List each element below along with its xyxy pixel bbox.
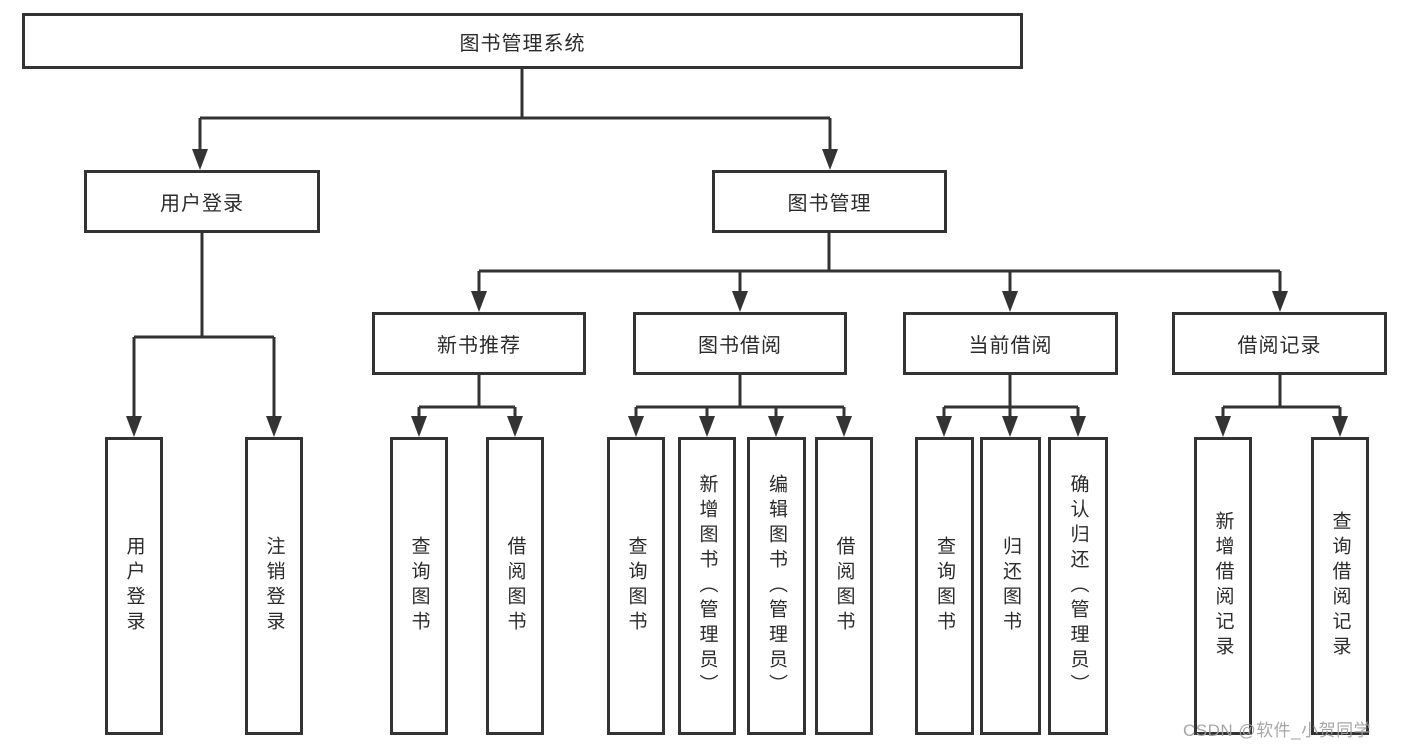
node-label: 图书管理 bbox=[787, 193, 872, 215]
node-label: 用户登录 bbox=[160, 193, 244, 215]
node-label: 当前借阅 bbox=[968, 335, 1053, 357]
node-label: 编辑图书（管理员） bbox=[766, 473, 787, 699]
node-leaf-user-login: 用户登录 bbox=[105, 437, 163, 735]
connector-current-borrow-children bbox=[936, 375, 1086, 437]
node-leaf-confirm-return: 确认归还（管理员） bbox=[1048, 437, 1108, 735]
node-leaf-query-book-1: 查询图书 bbox=[390, 437, 448, 735]
node-label: 用户登录 bbox=[123, 536, 145, 636]
node-label: 查询图书 bbox=[408, 536, 430, 636]
node-label: 图书借阅 bbox=[698, 335, 782, 357]
node-book-borrow: 图书借阅 bbox=[633, 312, 847, 375]
node-label: 查询借阅记录 bbox=[1329, 511, 1351, 661]
node-root: 图书管理系统 bbox=[22, 13, 1023, 69]
node-label: 确认归还（管理员） bbox=[1067, 473, 1089, 699]
node-leaf-add-record: 新增借阅记录 bbox=[1194, 437, 1252, 735]
watermark: CSDN @软件_小贺同学 bbox=[1183, 721, 1372, 740]
node-label: 查询图书 bbox=[934, 536, 955, 636]
connector-root-children bbox=[192, 69, 838, 170]
node-new-book-rec: 新书推荐 bbox=[372, 312, 586, 375]
node-leaf-borrow-book-2: 借阅图书 bbox=[815, 437, 873, 735]
connector-borrow-record-children bbox=[1215, 375, 1348, 437]
node-leaf-query-book-2: 查询图书 bbox=[607, 437, 665, 735]
node-book-mgmt: 图书管理 bbox=[712, 170, 947, 233]
node-current-borrow: 当前借阅 bbox=[903, 312, 1118, 375]
node-label: 图书管理系统 bbox=[459, 32, 586, 55]
node-leaf-return-book: 归还图书 bbox=[980, 437, 1041, 735]
node-label: 新增图书（管理员） bbox=[696, 473, 718, 699]
connector-new-book-rec-children bbox=[411, 375, 523, 437]
node-label: 新书推荐 bbox=[437, 335, 521, 357]
node-borrow-record: 借阅记录 bbox=[1172, 312, 1387, 375]
connector-book-mgmt-children bbox=[471, 233, 1288, 312]
node-label: 借阅图书 bbox=[504, 536, 526, 636]
node-label: 注销登录 bbox=[263, 536, 285, 636]
node-label: 借阅记录 bbox=[1237, 335, 1322, 357]
node-leaf-query-book-3: 查询图书 bbox=[915, 437, 974, 735]
node-user-login: 用户登录 bbox=[84, 170, 320, 233]
node-leaf-add-book: 新增图书（管理员） bbox=[678, 437, 736, 735]
node-label: 归还图书 bbox=[1000, 536, 1021, 636]
node-leaf-query-record: 查询借阅记录 bbox=[1311, 437, 1369, 735]
node-label: 查询图书 bbox=[625, 536, 647, 636]
node-leaf-borrow-book-1: 借阅图书 bbox=[486, 437, 544, 735]
node-label: 借阅图书 bbox=[833, 536, 855, 636]
connector-book-borrow-children bbox=[628, 375, 852, 437]
node-leaf-logout: 注销登录 bbox=[245, 437, 303, 735]
node-label: 新增借阅记录 bbox=[1212, 511, 1234, 661]
node-leaf-edit-book: 编辑图书（管理员） bbox=[747, 437, 806, 735]
connector-user-login-children bbox=[126, 233, 282, 437]
